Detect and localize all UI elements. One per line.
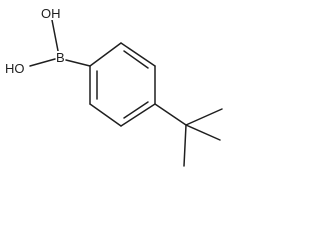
bond-methyl-up bbox=[185, 108, 223, 126]
ring-bond-1 bbox=[89, 42, 122, 67]
boron-label: B bbox=[56, 50, 65, 65]
ring-bond-5 bbox=[89, 103, 122, 127]
bond-methyl-right bbox=[185, 124, 221, 141]
bond-methyl-down bbox=[183, 124, 187, 167]
bond-b-oh-left bbox=[29, 58, 56, 67]
hydroxyl-left-label: HO bbox=[5, 61, 25, 76]
ring-double-bond-c bbox=[123, 101, 149, 119]
ring-bond-4 bbox=[120, 103, 156, 127]
bond-b-ring bbox=[65, 59, 91, 67]
bond-ring-tbutyl bbox=[154, 103, 187, 126]
hydroxyl-top-label: OH bbox=[41, 6, 61, 21]
ring-bond-2 bbox=[120, 42, 156, 67]
molecule-skeleton bbox=[29, 19, 223, 167]
bond-b-oh-top bbox=[51, 19, 60, 57]
ring-double-bond-b bbox=[123, 50, 149, 69]
